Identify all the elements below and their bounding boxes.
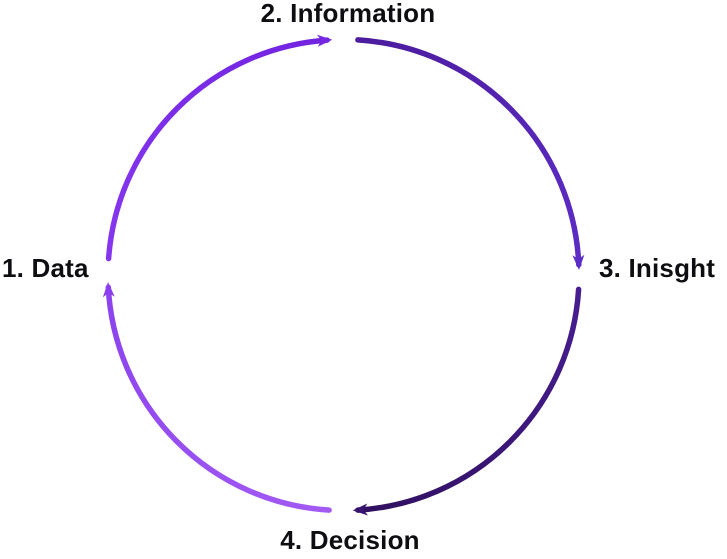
arc-data-to-information [105, 34, 333, 262]
arc-information-to-insight [355, 37, 585, 270]
arc-insight-to-decision [352, 286, 582, 516]
node-label-insight: 3. Inisght [599, 253, 716, 283]
node-label-data: 1. Data [2, 253, 89, 283]
node-label-decision: 4. Decision [280, 525, 420, 555]
node-label-information: 2. Information [260, 0, 436, 28]
arc-decision-to-data [102, 282, 332, 513]
